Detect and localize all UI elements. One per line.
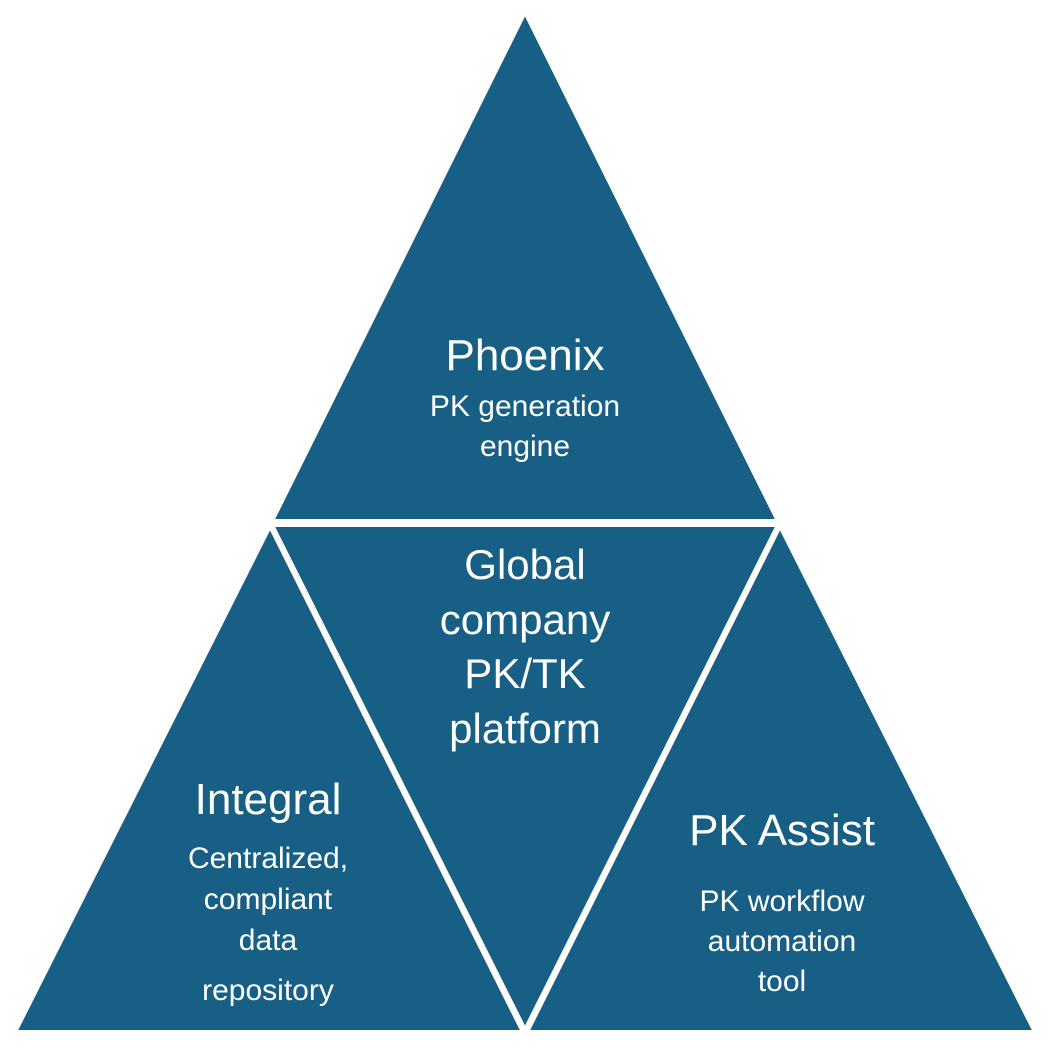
platform-title-line: platform (449, 704, 601, 752)
integral-label-group: Integral Centralized, compliant data rep… (188, 774, 348, 1012)
phoenix-description: PK generation engine (430, 387, 620, 467)
integral-description-line: data (238, 923, 298, 957)
phoenix-label-group: Phoenix PK generation engine (430, 330, 620, 467)
triangle-left (11, 521, 527, 1034)
pk-assist-description-line: tool (757, 965, 807, 999)
integral-description-line: repository (202, 974, 334, 1008)
platform-title-line: PK/TK (464, 650, 586, 698)
platform-title-line: company (439, 595, 611, 643)
phoenix-description-line: engine (479, 430, 571, 464)
platform-title-line: Global (464, 541, 586, 588)
integral-description: Centralized, compliant data repository (188, 839, 348, 1012)
pk-assist-description-line: PK workflow (699, 885, 865, 919)
integral-description-line: compliant (203, 882, 333, 916)
pk-assist-label-group: PK Assist PK workflow automation tool (689, 805, 875, 1003)
triangle-top (268, 7, 782, 523)
pk-assist-description: PK workflow automation tool (689, 882, 875, 1003)
platform-title: Global company PK/TK platform (440, 538, 610, 756)
integral-title: Integral (194, 775, 342, 824)
pk-assist-description-line: automation (707, 925, 857, 959)
integral-description-line: Centralized, (187, 842, 349, 876)
phoenix-description-line: PK generation (429, 390, 621, 424)
phoenix-title: Phoenix (445, 331, 605, 380)
pk-assist-title: PK Assist (689, 806, 875, 855)
triangle-center (268, 523, 782, 1035)
triangle-right (523, 521, 1039, 1034)
